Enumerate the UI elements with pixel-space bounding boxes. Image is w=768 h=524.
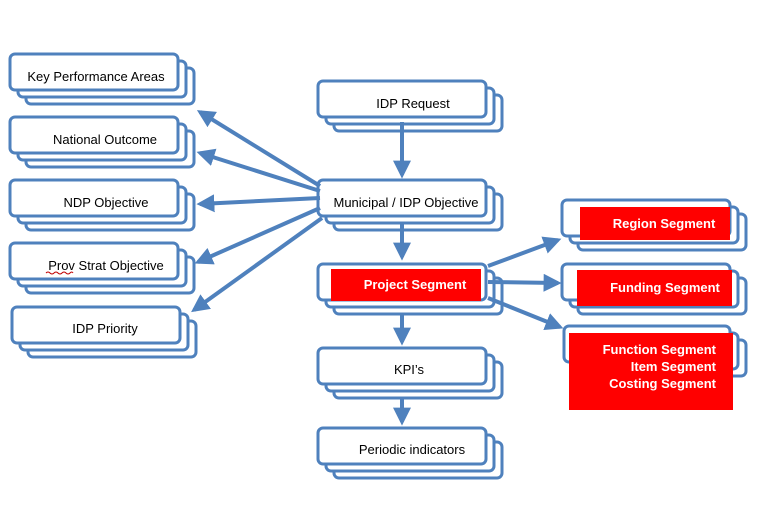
node-label-function: Function Segment (603, 342, 717, 357)
arrow-to-region-segment (487, 236, 562, 268)
node-label: Project Segment (364, 277, 467, 292)
spellcheck-underline (45, 271, 74, 275)
node-label: IDP Request (376, 96, 450, 111)
node-label-costing: Costing Segment (609, 376, 717, 391)
node-national-outcome: National Outcome (8, 115, 196, 169)
arrow-to-funding-segment (487, 273, 562, 292)
node-label-item: Item Segment (631, 359, 717, 374)
node-prov-strat-objective: Prov Strat Objective (8, 241, 196, 295)
node-funding-segment: Funding Segment (560, 262, 748, 316)
node-idp-priority: IDP Priority (10, 305, 198, 359)
node-label: Funding Segment (610, 280, 720, 295)
node-label: Municipal / IDP Objective (334, 195, 479, 210)
arrow-to-function-segment (487, 296, 564, 330)
node-label: Region Segment (613, 216, 716, 231)
arrow-to-prov-strat-objective (194, 206, 321, 265)
node-key-performance-areas: Key Performance Areas (8, 52, 196, 106)
arrow-to-ndp-objective (196, 194, 321, 213)
node-function-item-costing-segment: Function Segment Item Segment Costing Se… (562, 324, 748, 410)
node-label: Periodic indicators (359, 442, 466, 457)
highlight-fill (577, 270, 732, 306)
node-periodic-indicators: Periodic indicators (316, 426, 504, 480)
highlight-fill (580, 207, 730, 240)
arrow-to-idp-priority (191, 216, 324, 313)
node-label: IDP Priority (72, 321, 138, 336)
highlight-fill (569, 333, 733, 410)
node-label: KPI’s (394, 362, 425, 377)
node-label: NDP Objective (63, 195, 148, 210)
node-project-segment: Project Segment (316, 262, 504, 316)
highlight-fill (331, 269, 481, 301)
node-label: National Outcome (53, 132, 157, 147)
node-kpis: KPI’s (316, 346, 504, 400)
node-idp-request: IDP Request (316, 79, 504, 133)
node-municipal-idp-objective: Municipal / IDP Objective (316, 178, 504, 232)
node-region-segment: Region Segment (560, 198, 748, 252)
node-label: Key Performance Areas (27, 69, 165, 84)
node-label: Prov Strat Objective (48, 258, 164, 273)
arrow-to-national-outcome (196, 148, 321, 193)
connectors (191, 110, 564, 426)
node-ndp-objective: NDP Objective (8, 178, 196, 232)
arrow-to-key-performance-areas (196, 110, 322, 188)
